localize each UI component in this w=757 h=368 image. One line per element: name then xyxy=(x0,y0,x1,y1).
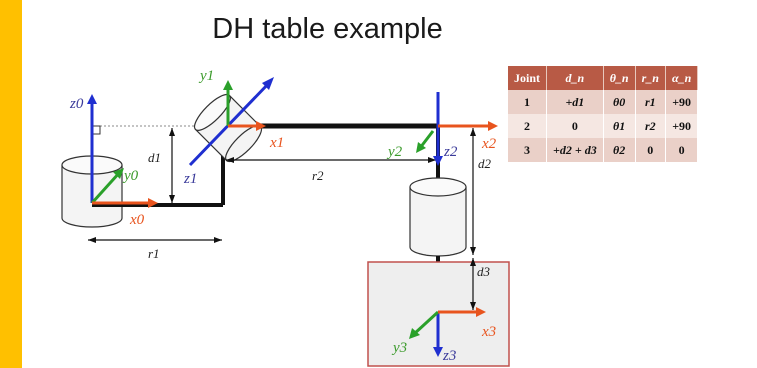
cell-joint: 2 xyxy=(508,114,548,138)
label-x0: x0 xyxy=(129,212,145,228)
frame2-axes xyxy=(416,92,498,166)
label-d3: d3 xyxy=(477,264,491,279)
cell-d: +d2 + d3 xyxy=(546,138,604,162)
label-z3: z3 xyxy=(442,348,456,364)
cell-d: 0 xyxy=(546,114,604,138)
cell-r: r2 xyxy=(635,114,666,138)
cell-joint: 3 xyxy=(508,138,548,162)
table-row: 1 +d1 θ0 r1 +90 xyxy=(508,90,699,114)
label-y0: y0 xyxy=(122,168,139,184)
accent-bar xyxy=(0,0,22,368)
label-y1: y1 xyxy=(198,68,214,84)
header-d: d_n xyxy=(546,66,604,90)
robot-arm-diagram: z0 y0 x0 r1 d1 y1 z1 x1 r2 y2 z2 x2 d2 d… xyxy=(61,68,510,367)
label-z0: z0 xyxy=(69,96,84,112)
header-theta: θ_n xyxy=(603,66,636,90)
dh-table: Joint d_n θ_n r_n α_n 1 +d1 θ0 r1 +90 2 … xyxy=(508,66,699,162)
label-x2: x2 xyxy=(481,136,497,152)
frame1-axes xyxy=(188,77,274,167)
cell-theta: θ0 xyxy=(603,90,636,114)
header-alpha: α_n xyxy=(665,66,699,90)
cell-alpha: +90 xyxy=(665,114,699,138)
cell-r: r1 xyxy=(635,90,666,114)
table-row: 3 +d2 + d3 θ2 0 0 xyxy=(508,138,699,162)
joint2-cylinder xyxy=(409,177,467,257)
label-y2: y2 xyxy=(386,144,403,160)
slide-title: DH table example xyxy=(212,13,443,45)
label-d1: d1 xyxy=(148,150,161,165)
label-d2: d2 xyxy=(478,156,492,171)
dh-table-container: Joint d_n θ_n r_n α_n 1 +d1 θ0 r1 +90 2 … xyxy=(508,66,757,176)
cell-joint: 1 xyxy=(508,90,548,114)
label-r2: r2 xyxy=(312,168,324,183)
label-y3: y3 xyxy=(391,340,407,356)
label-x1: x1 xyxy=(269,135,284,151)
label-r1: r1 xyxy=(148,246,160,261)
label-x3: x3 xyxy=(481,324,496,340)
cell-d: +d1 xyxy=(546,90,604,114)
frame0-axes xyxy=(87,94,158,208)
label-z1: z1 xyxy=(183,171,197,187)
cell-r: 0 xyxy=(635,138,666,162)
label-z2: z2 xyxy=(443,144,458,160)
cell-theta: θ1 xyxy=(603,114,636,138)
cell-alpha: +90 xyxy=(665,90,699,114)
header-joint: Joint xyxy=(508,66,548,90)
cell-alpha: 0 xyxy=(665,138,699,162)
table-row: 2 0 θ1 r2 +90 xyxy=(508,114,699,138)
header-r: r_n xyxy=(635,66,666,90)
frame3-axes xyxy=(409,307,486,357)
cell-theta: θ2 xyxy=(603,138,636,162)
dh-table-header-row: Joint d_n θ_n r_n α_n xyxy=(508,66,699,90)
